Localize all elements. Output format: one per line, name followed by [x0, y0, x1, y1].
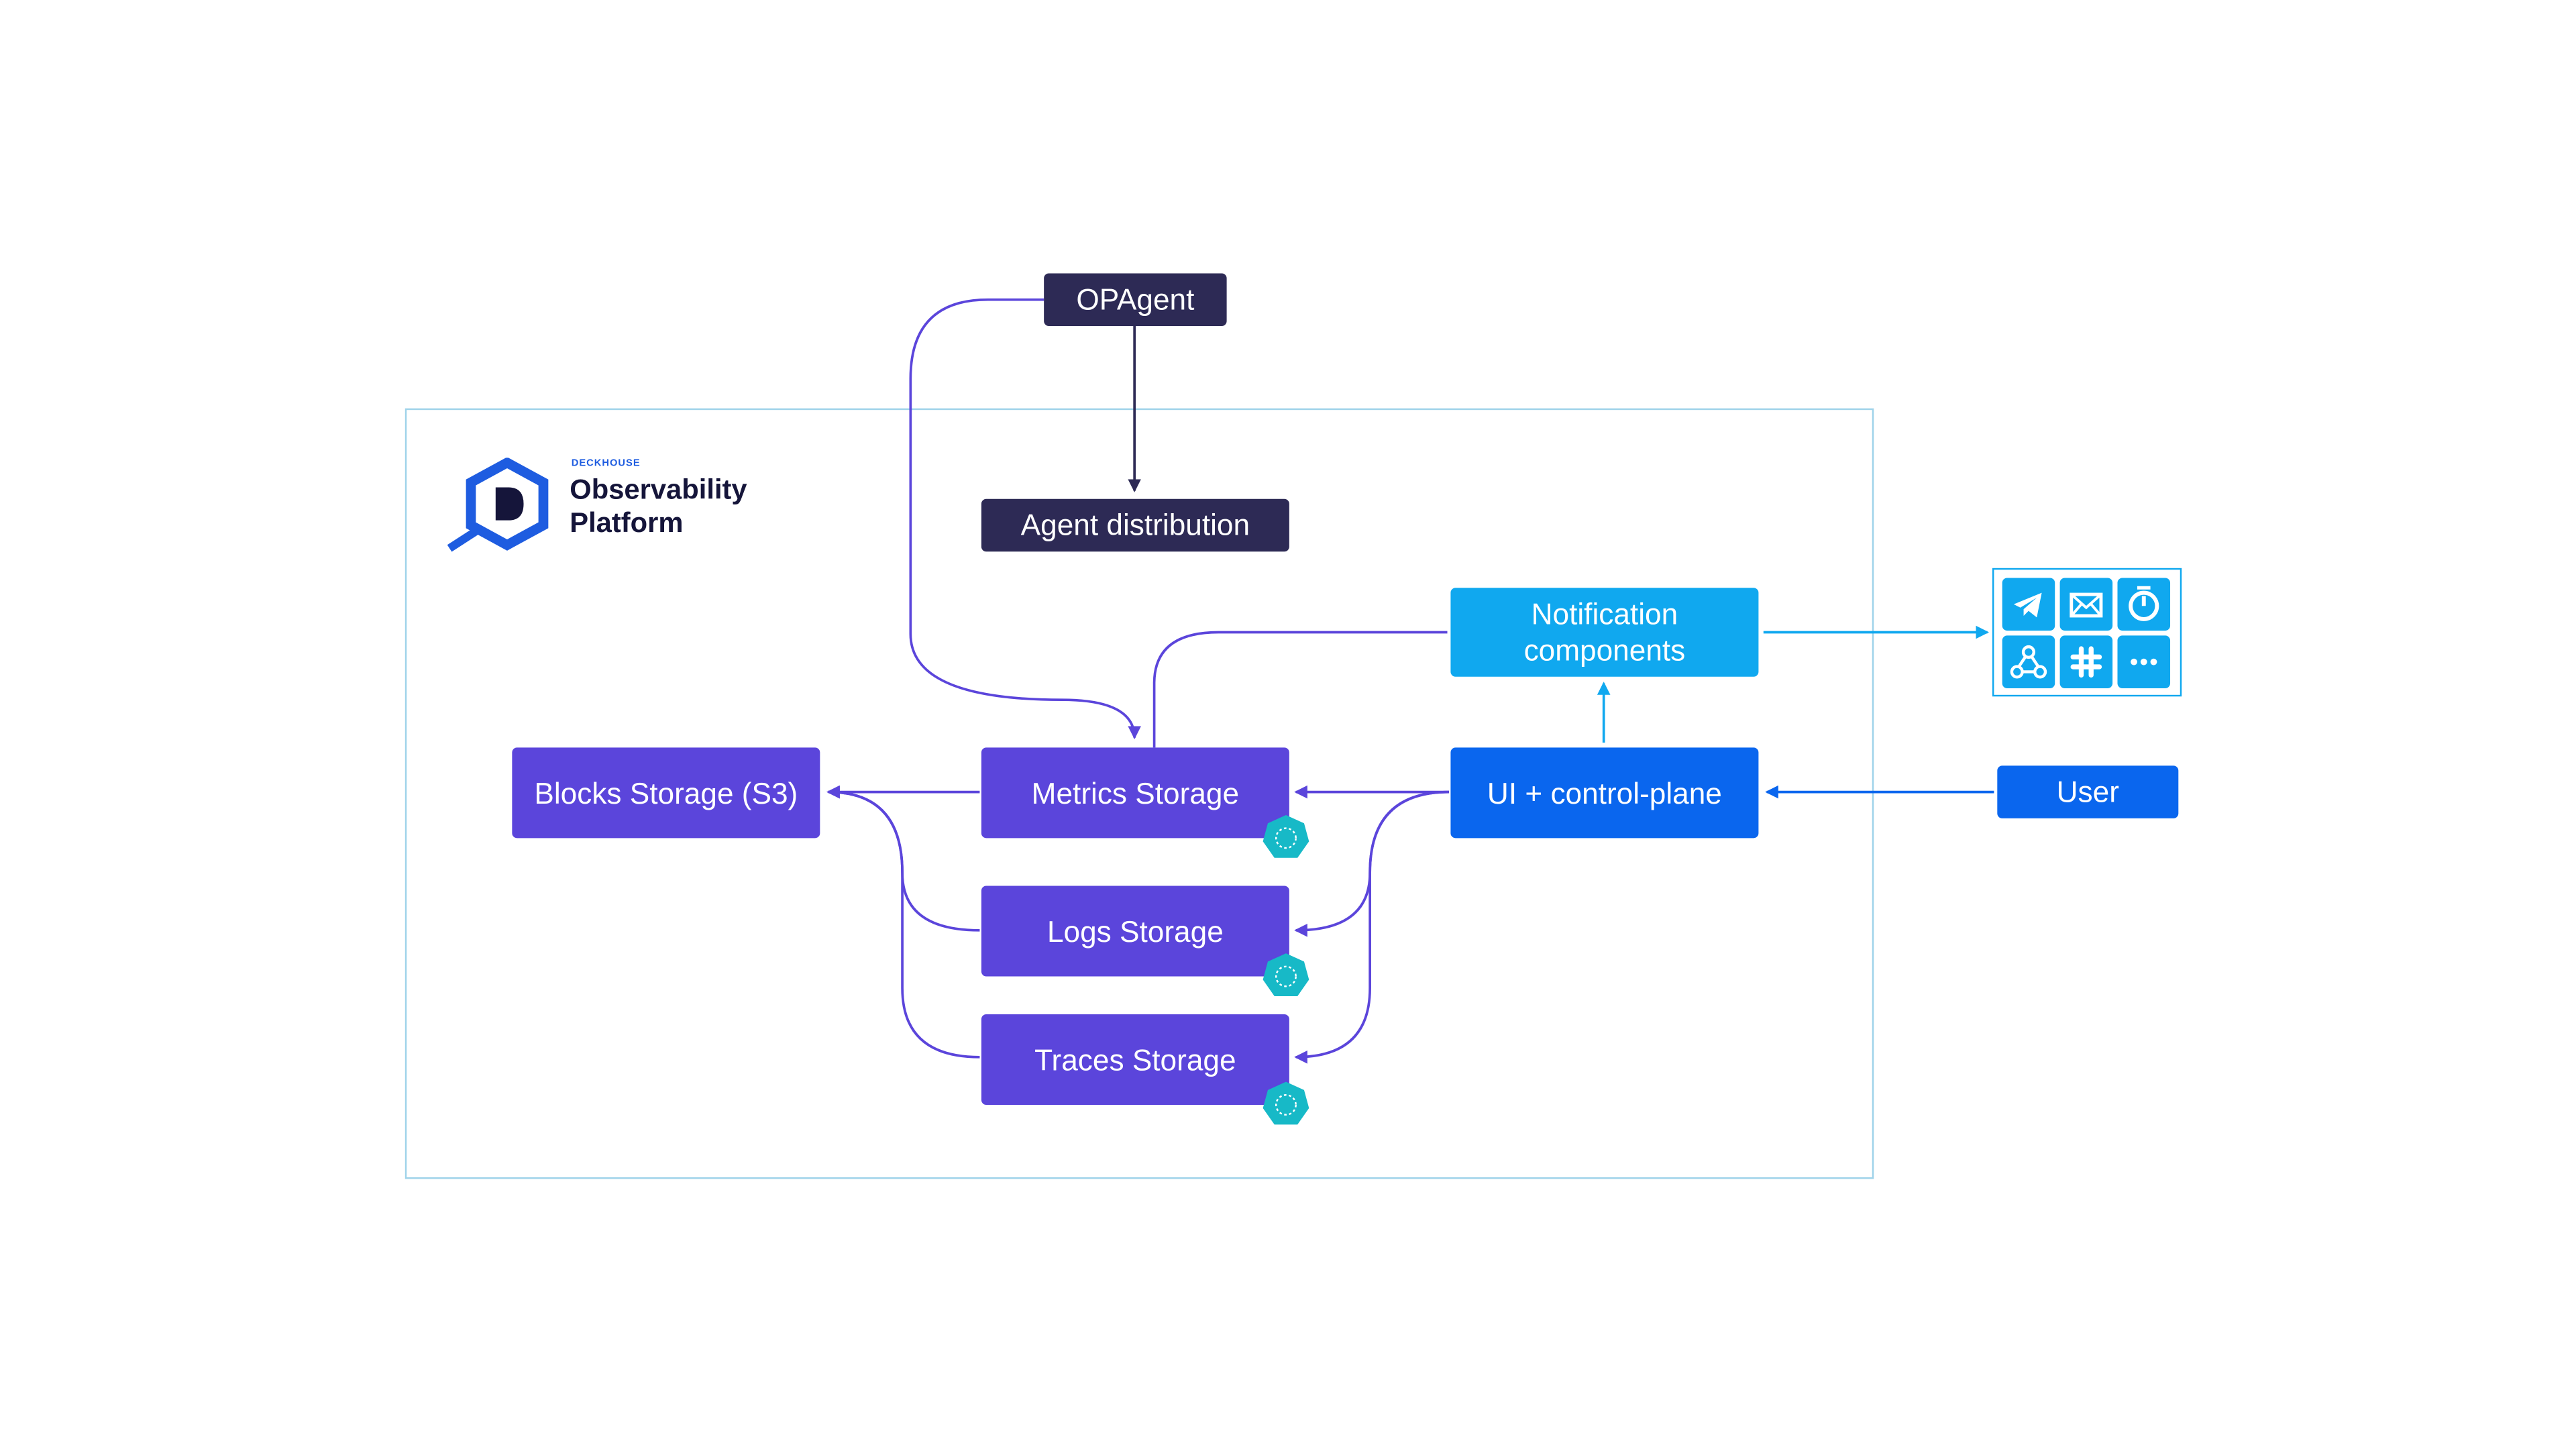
platform-boundary [405, 408, 1874, 1179]
user-node: User [1997, 765, 2179, 818]
kubernetes-icon [1263, 814, 1309, 858]
notification-channels-panel [1992, 568, 2182, 697]
mail-icon [2059, 578, 2113, 631]
brand-title: Observability Platform [570, 474, 747, 540]
alarm-icon [2117, 578, 2171, 631]
arrow-ui-to-logs [1294, 790, 1449, 937]
brand-small-label: DECKHOUSE [571, 459, 641, 470]
metrics-storage-node: Metrics Storage [981, 747, 1289, 839]
notification-line2: components [1523, 633, 1686, 667]
arrow-traces-to-blocks [826, 785, 980, 1059]
blocks-storage-node: Blocks Storage (S3) [512, 747, 820, 839]
notification-line1: Notification [1531, 597, 1678, 631]
brand-title-line1: Observability [570, 474, 747, 506]
notification-components-node: Notification components [1450, 588, 1759, 677]
telegram-icon [2002, 578, 2055, 631]
agent-distribution-node: Agent distribution [981, 498, 1289, 552]
opagent-node: OPAgent [1044, 273, 1227, 326]
brand-title-line2: Platform [570, 506, 684, 539]
arrow-logs-to-blocks [826, 785, 980, 932]
kubernetes-icon [1263, 953, 1309, 996]
arrow-metrics-to-notification [1152, 631, 1448, 748]
webhook-icon [2002, 635, 2055, 688]
traces-storage-node: Traces Storage [981, 1014, 1289, 1105]
deckhouse-logo-icon [447, 458, 549, 552]
slack-icon [2059, 635, 2113, 688]
logs-storage-node: Logs Storage [981, 885, 1289, 977]
kubernetes-icon [1263, 1081, 1309, 1125]
arrow-ui-to-traces [1294, 790, 1449, 1064]
ui-control-plane-node: UI + control-plane [1450, 747, 1759, 839]
more-icon [2117, 635, 2171, 688]
arrow-opagent-to-metrics [909, 298, 1141, 740]
